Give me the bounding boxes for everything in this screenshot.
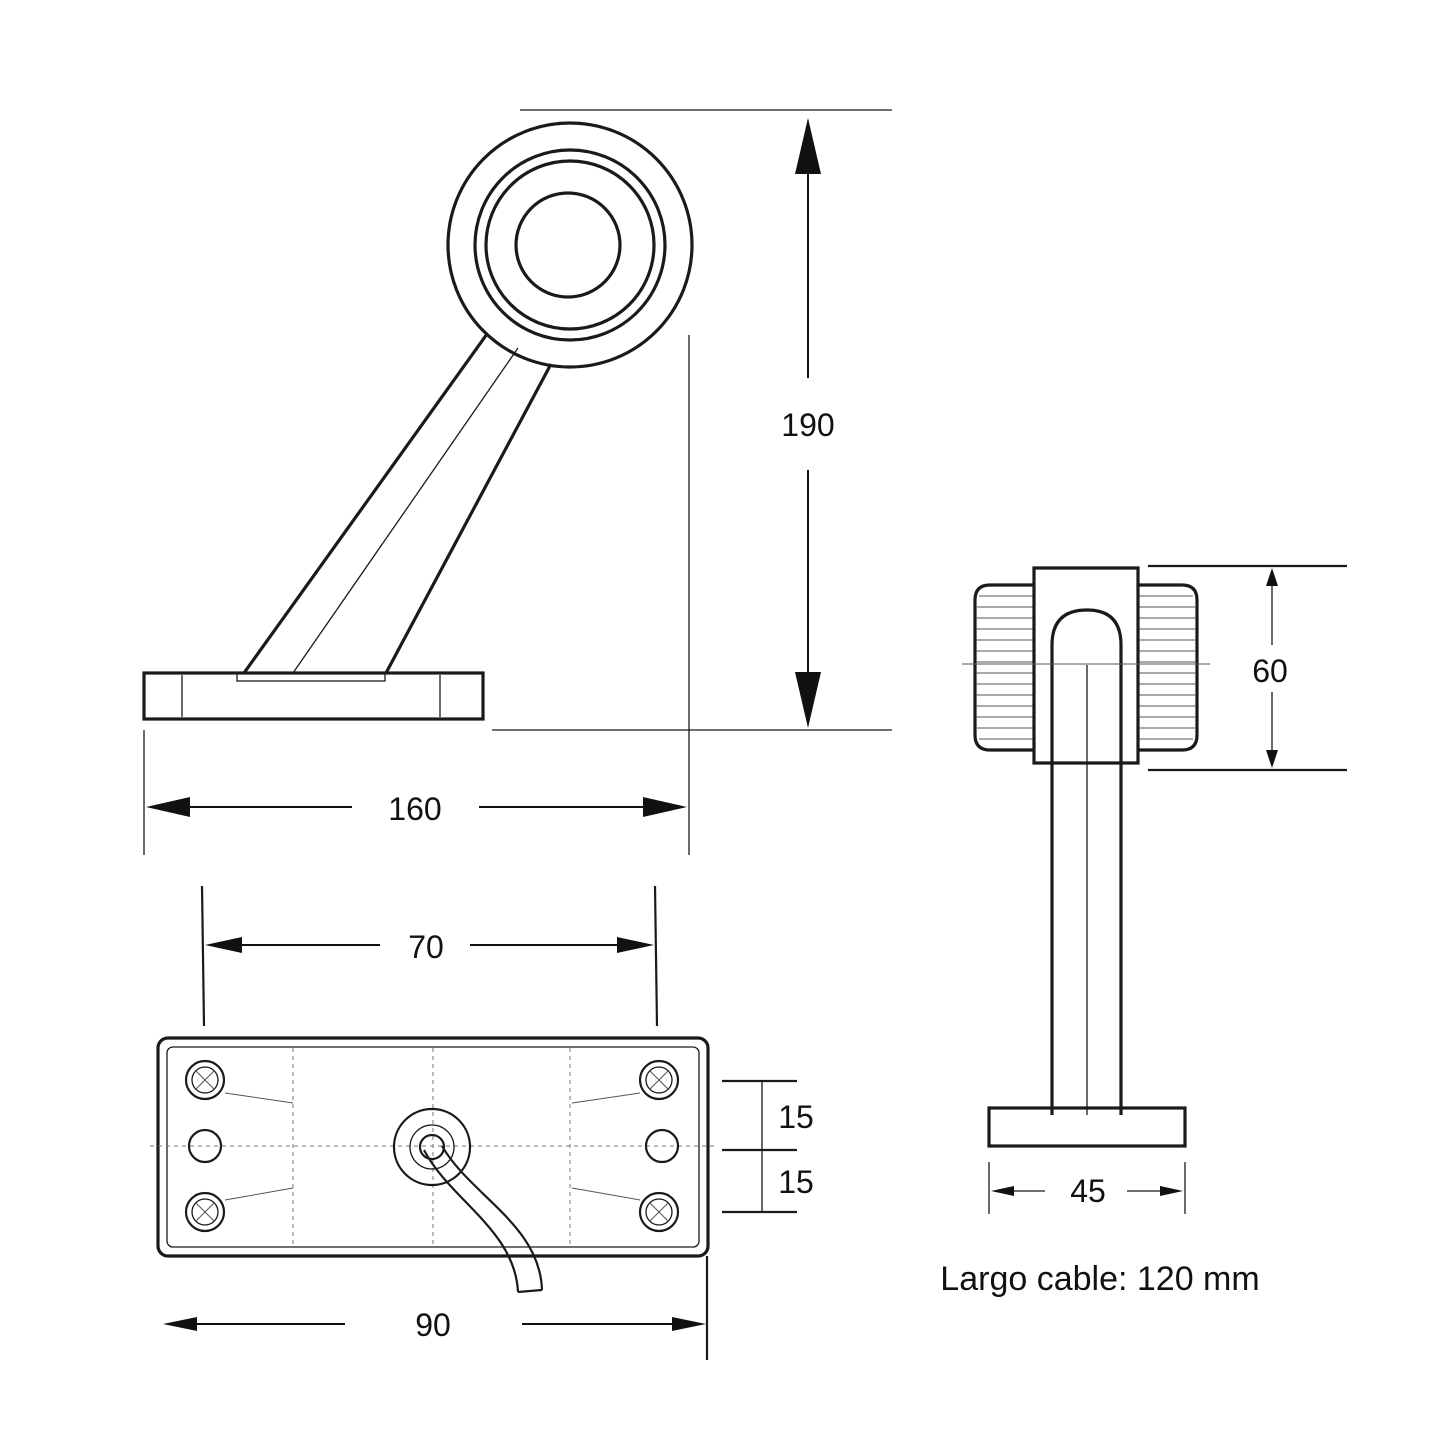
lamp-head-middle-ring — [473, 148, 667, 342]
length-arrow-left — [146, 797, 190, 817]
base-plate-inner — [166, 1046, 700, 1248]
front-view: 60 45 — [962, 564, 1347, 1214]
foot-plate — [987, 1106, 1187, 1148]
mount-extension-left — [200, 885, 206, 1027]
side-view: 190 160 — [142, 109, 892, 855]
lamp-ribs — [976, 595, 1196, 740]
center-housing — [1032, 566, 1140, 765]
screw-bottom-right — [638, 1191, 680, 1233]
lamp-width-arrow-bottom — [1266, 750, 1278, 768]
cable — [423, 1145, 544, 1294]
base-length-arrow-right — [672, 1317, 706, 1331]
cable-grommet-outer — [392, 1107, 472, 1187]
hole-right — [644, 1128, 680, 1164]
length-arrow-right — [643, 797, 687, 817]
height-arrow-bottom — [795, 672, 821, 728]
mount-extension-right — [653, 885, 659, 1027]
stem — [1050, 608, 1123, 1115]
screw-top-left — [184, 1059, 226, 1101]
cable-grommet-inner — [409, 1124, 455, 1170]
base-length-label: 90 — [415, 1307, 451, 1343]
mount-dimension-label: 70 — [408, 929, 444, 965]
base-length-arrow-left — [163, 1317, 197, 1331]
base-width-label: 45 — [1070, 1173, 1106, 1209]
screw-bottom-left — [184, 1191, 226, 1233]
lamp-body-right — [1138, 583, 1199, 752]
base-plate — [142, 671, 485, 721]
lamp-body-left — [973, 583, 1034, 752]
lamp-width-arrow-top — [1266, 568, 1278, 586]
mount-arrow-right — [617, 937, 654, 953]
pitch-lower-label: 15 — [778, 1164, 814, 1200]
arm-foot — [236, 672, 386, 682]
base-plate-outline — [156, 1036, 710, 1258]
base-width-arrow-right — [1160, 1186, 1183, 1196]
mount-arrow-left — [205, 937, 242, 953]
lamp-head-outer-ring — [446, 121, 694, 369]
lamp-width-label: 60 — [1252, 653, 1288, 689]
lamp-lens — [514, 191, 622, 299]
arm-center-line — [292, 347, 519, 674]
pitch-upper-label: 15 — [778, 1099, 814, 1135]
height-arrow-top — [795, 118, 821, 174]
bottom-view: 70 — [150, 885, 814, 1360]
screw-top-right — [638, 1059, 680, 1101]
arm — [242, 333, 553, 674]
hole-left — [187, 1128, 223, 1164]
base-width-arrow-left — [991, 1186, 1014, 1196]
cable-length-note: Largo cable: 120 mm — [940, 1260, 1259, 1298]
lamp-head-inner-ring — [484, 159, 656, 331]
length-dimension-label: 160 — [388, 791, 441, 827]
cable-core — [418, 1133, 446, 1161]
rib-lines — [224, 1092, 641, 1201]
height-dimension-label: 190 — [781, 407, 834, 443]
